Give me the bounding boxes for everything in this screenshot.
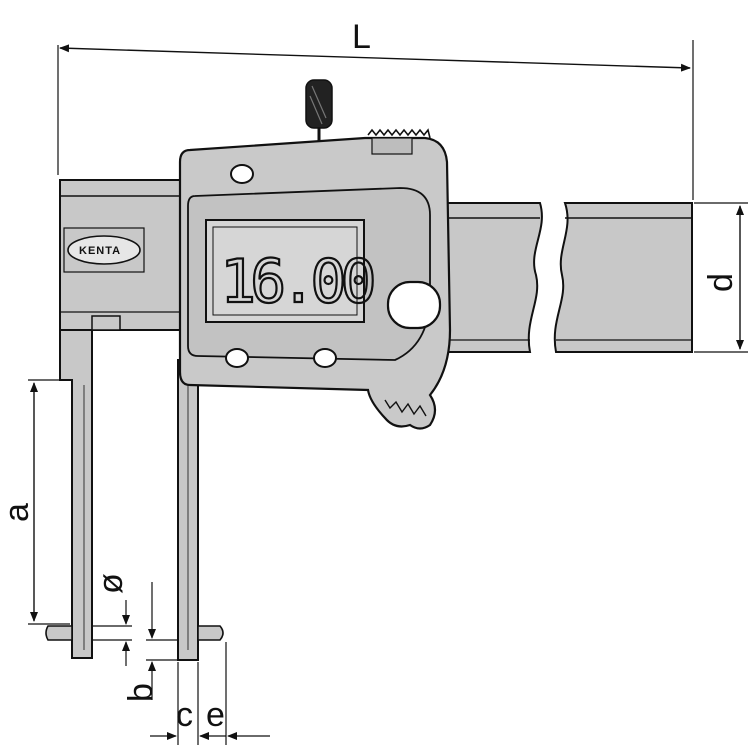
- brand-name: KENTA: [79, 245, 121, 257]
- movable-jaw: [177, 359, 224, 661]
- dimension-phi: ø: [92, 573, 132, 666]
- dim-label-a: a: [0, 503, 36, 522]
- dim-label-c: c: [176, 696, 193, 734]
- fixed-jaw: [45, 315, 121, 659]
- screw-icon: [225, 348, 249, 368]
- dim-label-d: d: [702, 273, 740, 292]
- lcd-display: 16.00: [205, 219, 381, 323]
- dim-label-phi: ø: [92, 573, 130, 594]
- dimension-d: d: [694, 202, 748, 353]
- dimension-L: L: [57, 18, 694, 200]
- screw-icon: [230, 164, 254, 184]
- screw-icon: [313, 348, 337, 368]
- dim-label-e: e: [206, 696, 225, 734]
- dim-label-b: b: [122, 683, 160, 702]
- dimension-b: b: [122, 582, 178, 702]
- dimension-a: a: [0, 379, 70, 625]
- lock-screw: [305, 79, 333, 142]
- zero-button[interactable]: [386, 280, 442, 330]
- dim-label-L: L: [352, 18, 371, 56]
- dimension-c: c: [150, 662, 226, 745]
- dimension-e: e: [206, 642, 270, 745]
- lcd-reading: 16.00: [220, 247, 373, 317]
- beam: [59, 179, 693, 353]
- brand-logo: KENTA: [63, 227, 145, 273]
